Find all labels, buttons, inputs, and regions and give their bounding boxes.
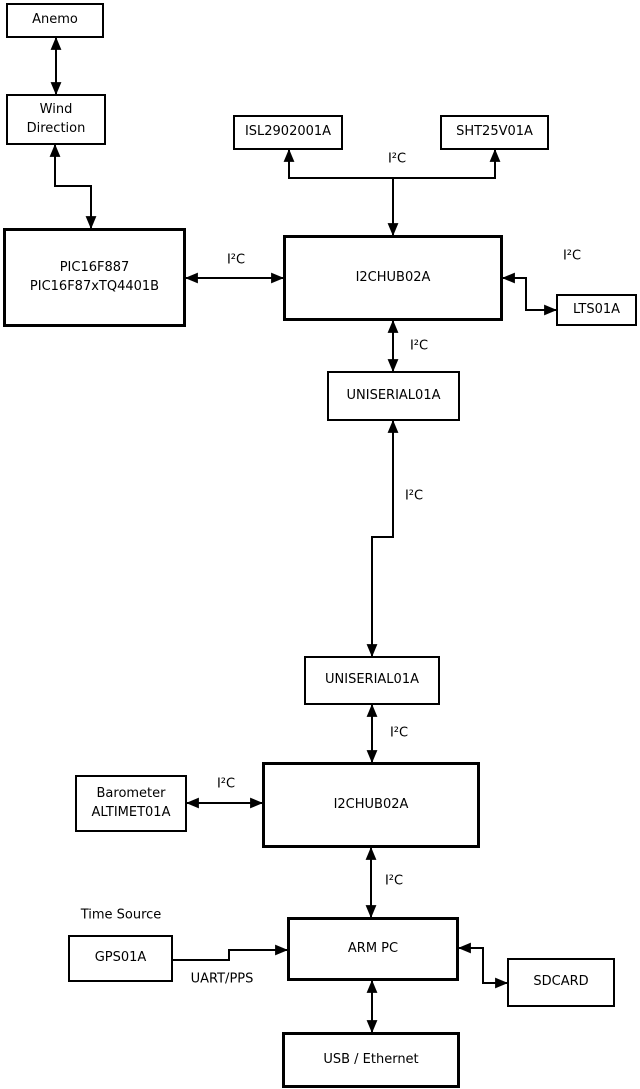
i2c-label-pic-hub1: I²C	[224, 252, 248, 268]
node-uniserial01a-2: UNISERIAL01A	[304, 656, 440, 705]
i2c-label-uniserial2-hub2: I²C	[387, 725, 411, 741]
node-lts01a: LTS01A	[556, 294, 637, 326]
edge-wind-pic	[49, 143, 97, 230]
node-isl2902001a: ISL2902001A	[233, 115, 343, 150]
i2c-label-barometer-hub2: I²C	[214, 776, 238, 792]
node-arm-pc: ARM PC	[287, 917, 459, 981]
i2c-label-hub1-lts: I²C	[560, 248, 584, 264]
node-usb-ethernet: USB / Ethernet	[282, 1032, 460, 1088]
node-uniserial01a-1: UNISERIAL01A	[327, 371, 460, 421]
i2c-label-uniserial-link: I²C	[402, 488, 426, 504]
edge-gps-armpc	[173, 944, 289, 961]
node-sdcard: SDCARD	[507, 958, 615, 1007]
i2c-label-hub1-uniserial1: I²C	[407, 338, 431, 354]
node-barometer-altimet01a: Barometer ALTIMET01A	[75, 775, 187, 832]
node-sht25v01a: SHT25V01A	[440, 115, 549, 150]
time-source-label: Time Source	[78, 907, 164, 923]
i2c-label-top-branch: I²C	[385, 151, 409, 167]
i2c-label-hub2-armpc: I²C	[382, 873, 406, 889]
node-wind-direction: Wind Direction	[6, 94, 106, 145]
node-pic16f887: PIC16F887 PIC16F87xTQ4401B	[3, 228, 186, 327]
node-anemo: Anemo	[6, 3, 104, 38]
node-gps01a: GPS01A	[68, 935, 173, 982]
edge-hub1-lts	[501, 272, 558, 316]
node-i2chub02a-2: I2CHUB02A	[262, 762, 480, 848]
node-i2chub02a-1: I2CHUB02A	[283, 235, 503, 321]
edge-armpc-sdcard	[457, 942, 509, 989]
uart-pps-label: UART/PPS	[188, 971, 256, 987]
edge-uniserial1-uniserial2	[366, 419, 399, 658]
